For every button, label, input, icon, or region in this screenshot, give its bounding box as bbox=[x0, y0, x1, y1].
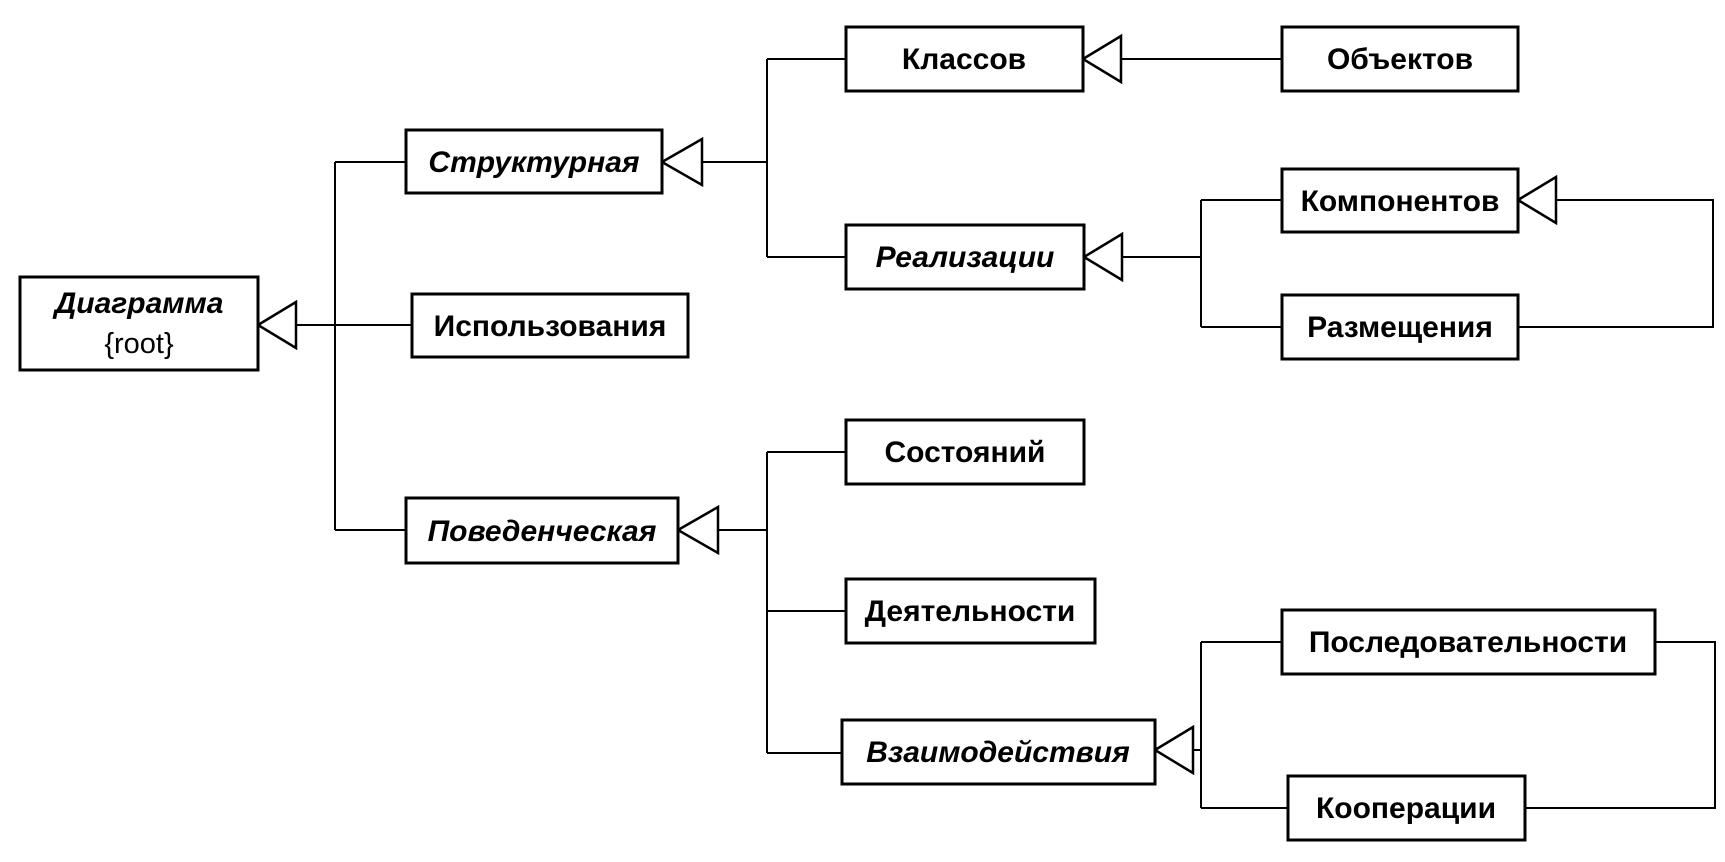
node-box bbox=[844, 25, 1085, 93]
node-box bbox=[1280, 167, 1520, 234]
generalization-arrowhead-interaction bbox=[1152, 724, 1195, 776]
node-diagram: Диаграмма {root} bbox=[18, 275, 260, 372]
node-label: Деятельности bbox=[865, 595, 1076, 628]
node-box bbox=[1280, 25, 1520, 93]
node-label: Структурная bbox=[428, 146, 640, 179]
node-label: Поведенческая bbox=[428, 515, 657, 548]
node-constraint: {root} bbox=[104, 328, 174, 360]
generalization-arrowhead-classes bbox=[1080, 33, 1123, 85]
node-label: Использования bbox=[434, 310, 667, 343]
node-label: Состояний bbox=[884, 436, 1045, 469]
node-implementation: Реализации bbox=[844, 223, 1086, 291]
node-collaboration: Кооперации bbox=[1286, 774, 1527, 842]
node-label: Компонентов bbox=[1301, 185, 1500, 218]
connector-sequence-collaboration-loop bbox=[1525, 641, 1716, 809]
node-label: Взаимодействия bbox=[866, 736, 1130, 769]
node-box bbox=[18, 275, 260, 372]
node-label: Диаграмма bbox=[52, 287, 224, 320]
connector-deployment-to-components bbox=[1518, 199, 1714, 328]
generalization-arrowhead-diagram bbox=[255, 299, 298, 351]
node-deployment: Размещения bbox=[1280, 293, 1520, 361]
connectors bbox=[296, 58, 1716, 809]
node-states: Состояний bbox=[844, 418, 1086, 486]
node-box bbox=[844, 418, 1086, 486]
node-behavioral: Поведенческая bbox=[404, 496, 680, 565]
node-classes: Классов bbox=[844, 25, 1085, 93]
node-label: Реализации bbox=[876, 241, 1055, 274]
generalization-arrowhead-components bbox=[1515, 174, 1558, 226]
node-box bbox=[844, 577, 1097, 645]
node-structural: Структурная bbox=[404, 128, 664, 195]
node-label: Кооперации bbox=[1316, 792, 1496, 825]
node-label: Последовательности bbox=[1309, 626, 1627, 659]
node-objects: Объектов bbox=[1280, 25, 1520, 93]
generalization-arrowhead-structural bbox=[659, 136, 704, 188]
node-components: Компонентов bbox=[1280, 167, 1520, 234]
node-label: Классов bbox=[902, 43, 1026, 76]
node-activity: Деятельности bbox=[844, 577, 1097, 645]
node-box bbox=[844, 223, 1086, 291]
node-box bbox=[410, 292, 690, 359]
node-label: Размещения bbox=[1307, 311, 1493, 344]
node-use-case: Использования bbox=[410, 292, 690, 359]
node-box bbox=[404, 128, 664, 195]
node-box bbox=[1280, 608, 1657, 676]
generalization-arrowhead-implementation bbox=[1081, 231, 1124, 283]
node-box bbox=[1286, 774, 1527, 842]
node-box bbox=[1280, 293, 1520, 361]
node-sequence: Последовательности bbox=[1280, 608, 1657, 676]
node-box bbox=[840, 718, 1157, 786]
node-box bbox=[404, 496, 680, 565]
node-label: Объектов bbox=[1327, 43, 1473, 76]
generalization-arrowhead-behavioral bbox=[675, 504, 720, 556]
generalization-arrows bbox=[255, 33, 1558, 776]
node-interaction: Взаимодействия bbox=[840, 718, 1157, 786]
